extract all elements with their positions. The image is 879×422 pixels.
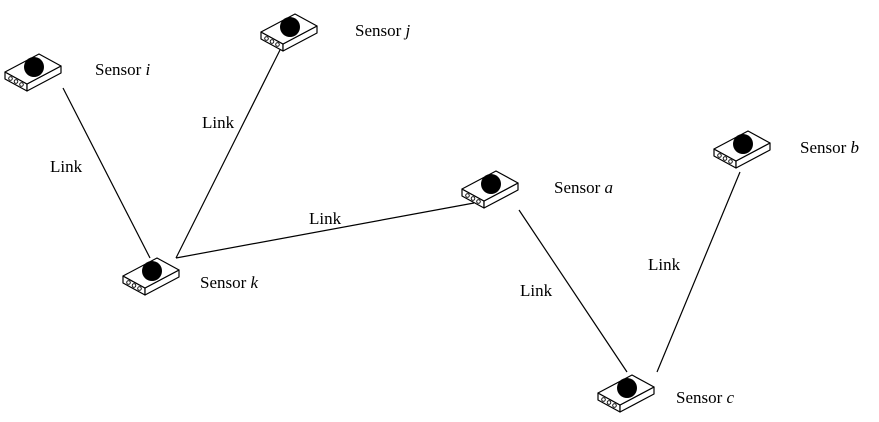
sensor-j-prefix: Sensor <box>355 21 406 40</box>
sensor-i-label: Sensor i <box>95 60 151 79</box>
sensor-j-icon <box>260 13 318 52</box>
sensor-j-label: Sensor j <box>355 21 411 40</box>
sensor-b-prefix: Sensor <box>800 138 851 157</box>
sensor-a-icon <box>461 170 519 209</box>
link-label-i-k: Link <box>50 157 83 176</box>
link-j-k <box>175 47 282 259</box>
link-a-c <box>518 209 628 373</box>
sensor-c-label: Sensor c <box>676 388 735 407</box>
sensor-k-icon <box>122 257 180 296</box>
sensor-i-icon <box>4 53 62 92</box>
sensor-k-letter: k <box>251 273 259 292</box>
link-k-a <box>175 202 475 259</box>
sensor-c-icon <box>597 374 655 413</box>
sensor-c-letter: c <box>727 388 735 407</box>
link-label-b-c: Link <box>648 255 681 274</box>
sensor-i-prefix: Sensor <box>95 60 146 79</box>
sensor-b-letter: b <box>851 138 860 157</box>
sensor-c-prefix: Sensor <box>676 388 727 407</box>
sensor-a-letter: a <box>605 178 614 197</box>
link-b-c <box>656 171 741 373</box>
link-label-j-k: Link <box>202 113 235 132</box>
link-label-a-c: Link <box>520 281 553 300</box>
sensor-i-letter: i <box>146 60 151 79</box>
sensor-j-letter: j <box>404 21 411 40</box>
sensor-b-icon <box>713 130 771 169</box>
sensor-k-prefix: Sensor <box>200 273 251 292</box>
sensor-k-label: Sensor k <box>200 273 259 292</box>
link-i-k <box>62 87 151 259</box>
sensor-a-label: Sensor a <box>554 178 613 197</box>
sensor-b-label: Sensor b <box>800 138 859 157</box>
sensor-a-prefix: Sensor <box>554 178 605 197</box>
link-label-k-a: Link <box>309 209 342 228</box>
